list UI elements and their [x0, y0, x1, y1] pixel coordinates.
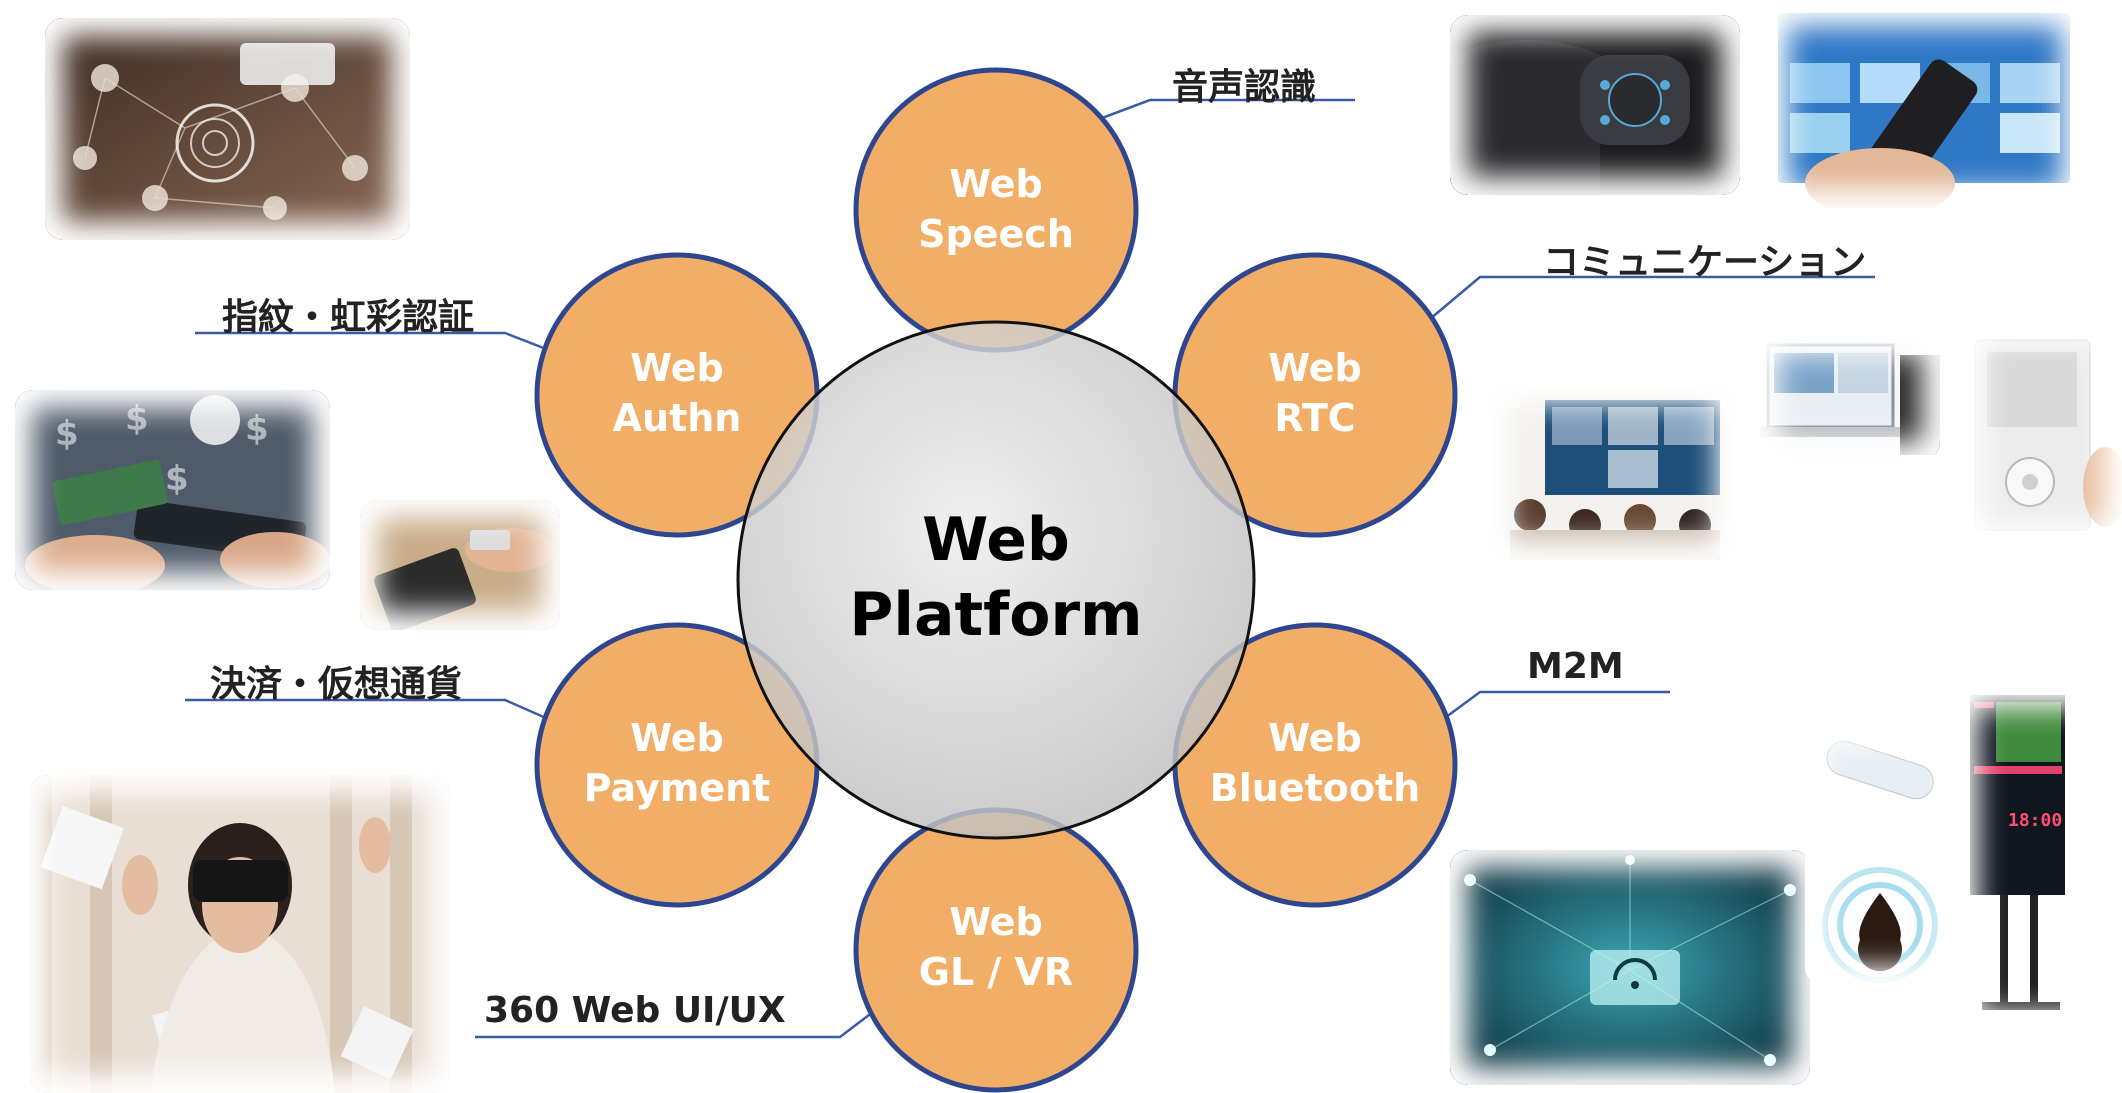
node-gl-vr-line1: Web: [949, 900, 1043, 944]
callout-payment: 決済・仮想通貨: [210, 664, 463, 705]
callout-authn: 指紋・虹彩認証: [222, 297, 475, 338]
node-rtc-line2: RTC: [1274, 396, 1355, 440]
callout-speech: 音声認識: [1172, 67, 1317, 108]
node-speech-line1: Web: [949, 162, 1043, 206]
node-speech: Web Speech: [853, 67, 1139, 353]
card-terminal-photo: [360, 500, 560, 630]
callout-line-rtc: [1404, 275, 1875, 341]
node-payment-line1: Web: [630, 716, 724, 760]
node-bluetooth-line1: Web: [1268, 716, 1362, 760]
video-conference-photo: [1490, 385, 1735, 560]
node-payment-line2: Payment: [584, 766, 771, 810]
callout-gl-vr: 360 Web UI/UX: [484, 990, 786, 1031]
vr-headset-photo: [30, 775, 450, 1093]
node-gl-vr: Web GL / VR: [853, 807, 1139, 1093]
node-bluetooth-line2: Bluetooth: [1210, 766, 1420, 810]
intercom-panel-photo: [1965, 322, 2122, 542]
laptop-video-call-photo: [1760, 335, 1940, 460]
node-authn-line1: Web: [630, 346, 724, 390]
node-payment: Web Payment: [534, 622, 820, 908]
fingerprint-network-photo: [45, 18, 410, 240]
center-line2: Platform: [849, 580, 1142, 650]
node-authn: Web Authn: [534, 252, 820, 538]
mobile-payment-photo: $$$$: [15, 390, 330, 590]
node-rtc: Web RTC: [1172, 252, 1458, 538]
callout-rtc: コミュニケーション: [1543, 242, 1867, 283]
iot-network-photo: [1450, 850, 1810, 1085]
center-line1: Web: [922, 505, 1070, 575]
node-gl-vr-line2: GL / VR: [919, 950, 1073, 994]
car-steering-controls-photo: [1450, 15, 1740, 195]
center-node: Web Platform: [736, 320, 1256, 840]
node-bluetooth: Web Bluetooth: [1172, 622, 1458, 908]
node-speech-line2: Speech: [918, 212, 1074, 256]
callout-bluetooth: M2M: [1527, 646, 1624, 687]
node-rtc-line1: Web: [1268, 346, 1362, 390]
node-authn-line2: Authn: [613, 396, 742, 440]
digital-signage-photo: 18:00: [1960, 690, 2122, 1030]
tv-remote-photo: [1770, 8, 2080, 208]
sensor-devices-photo: [1805, 725, 1965, 985]
